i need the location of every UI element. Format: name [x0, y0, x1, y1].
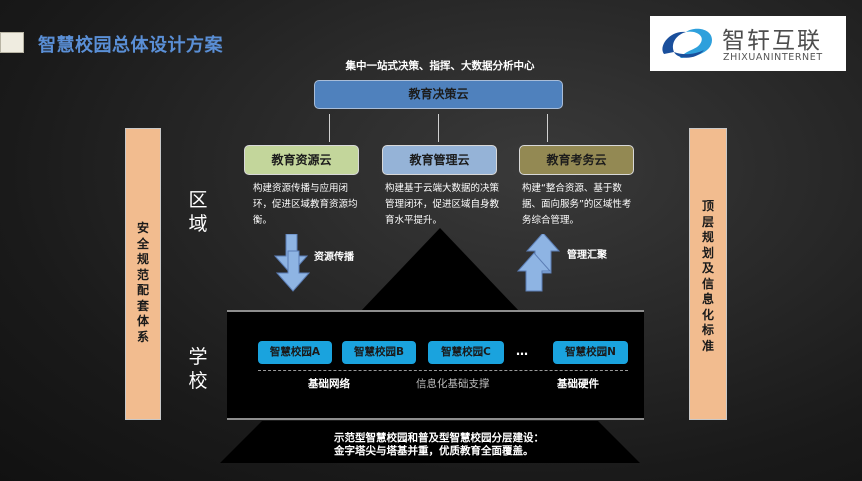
logo-name-en: ZHIXUANINTERNET — [723, 52, 823, 63]
pyramid-apex — [360, 228, 520, 312]
pyramid-base — [220, 421, 640, 463]
connector-line — [547, 114, 548, 142]
connector-line — [329, 114, 330, 142]
resource-cloud-box: 教育资源云 — [244, 145, 359, 175]
campus-n-box: 智慧校园N — [553, 341, 628, 364]
decision-center-caption: 集中一站式决策、指挥、大数据分析中心 — [345, 60, 535, 72]
footer-line-1: 示范型智慧校园和普及型智慧校园分层建设： — [334, 432, 544, 444]
dashed-divider — [258, 370, 628, 371]
left-side-bar-label: 安全规范配套体系 — [136, 221, 149, 344]
infra-hardware-label: 基础硬件 — [557, 378, 599, 390]
school-level-label: 学校 — [188, 346, 208, 392]
right-side-bar-text: 顶层规划及信息化标准 — [690, 199, 726, 354]
company-logo: 智轩互联 ZHIXUANINTERNET — [650, 16, 846, 71]
footer-line-2: 金字塔尖与塔基并重，优质教育全面覆盖。 — [334, 444, 534, 457]
school-band — [227, 310, 644, 420]
infra-network-label: 基础网络 — [308, 378, 350, 390]
logo-mark-icon — [662, 28, 712, 58]
double-arrow-up-icon — [516, 234, 561, 292]
right-side-bar: 顶层规划及信息化标准 — [689, 128, 727, 420]
exam-cloud-desc: 构建“整合资源、基于数据、面向服务”的区域性考务综合管理。 — [522, 183, 632, 226]
infra-support-label: 信息化基础支撑 — [416, 378, 490, 390]
right-side-bar-label: 顶层规划及信息化标准 — [701, 199, 714, 353]
left-side-bar: 安全规范配套体系 — [125, 128, 161, 420]
management-cloud-box: 教育管理云 — [382, 145, 497, 175]
management-cloud-desc: 构建基于云端大数据的决策管理闭环，促进区域自身教育水平提升。 — [385, 183, 500, 226]
resource-spread-label: 资源传播 — [314, 252, 354, 263]
title-marker — [0, 32, 24, 53]
double-arrow-down-icon — [273, 234, 311, 292]
campus-a-box: 智慧校园A — [258, 341, 332, 364]
decision-cloud-box: 教育决策云 — [314, 80, 563, 109]
left-side-bar-text: 安全规范配套体系 — [126, 221, 160, 345]
management-aggregate-label: 管理汇聚 — [567, 250, 607, 261]
page-title: 智慧校园总体设计方案 — [38, 35, 223, 56]
footer-summary: 示范型智慧校园和普及型智慧校园分层建设： 金字塔尖与塔基并重，优质教育全面覆盖。 — [334, 432, 544, 457]
region-level-label: 区域 — [188, 189, 208, 235]
campus-c-box: 智慧校园C — [428, 341, 504, 364]
resource-cloud-desc: 构建资源传播与应用闭环，促进区域教育资源均衡。 — [253, 183, 358, 226]
logo-name-cn: 智轩互联 — [722, 28, 822, 54]
campus-b-box: 智慧校园B — [342, 341, 416, 364]
connector-line — [438, 114, 439, 142]
campus-ellipsis: … — [516, 344, 528, 358]
exam-cloud-box: 教育考务云 — [519, 145, 634, 175]
